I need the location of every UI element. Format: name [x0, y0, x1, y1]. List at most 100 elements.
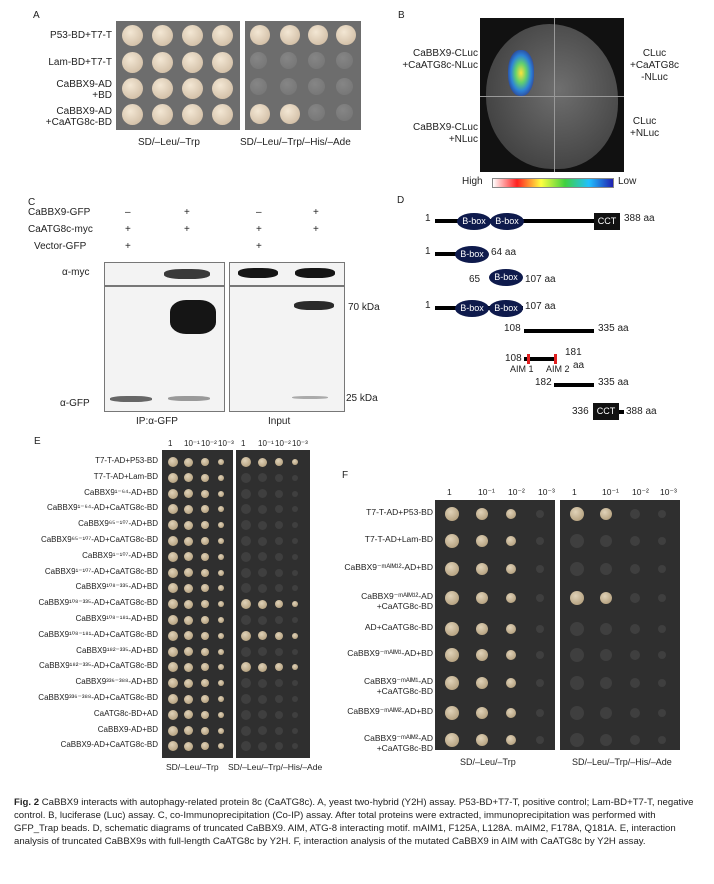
yeast-colony: [241, 536, 251, 546]
yeast-colony: [658, 709, 666, 717]
yeast-colony: [250, 52, 267, 69]
figure-label: Fig. 2: [14, 797, 40, 808]
panel-e-row-label: CaBBX9¹⁻⁶⁴-AD+CaATG8c-BD: [46, 503, 158, 513]
yeast-colony: [570, 706, 584, 720]
yeast-colony: [168, 709, 178, 720]
yeast-colony: [250, 78, 267, 95]
yeast-colony: [476, 592, 488, 604]
yeast-colony: [630, 708, 640, 718]
yeast-colony: [570, 676, 584, 690]
yeast-colony: [182, 104, 203, 125]
construct-end: 335 aa: [598, 323, 629, 334]
panel-e-row-label: CaBBX9¹⁰⁸⁻¹⁸¹-AD+CaATG8c-BD: [38, 629, 158, 639]
panel-b-letter: B: [398, 10, 405, 21]
yeast-colony: [258, 583, 267, 593]
yeast-colony: [336, 52, 353, 69]
yeast-colony: [201, 726, 209, 735]
yeast-colony: [476, 535, 488, 547]
yeast-colony: [476, 707, 488, 719]
panel-e-row-label: CaBBX9¹⁰⁸⁻³³⁵-AD+BD: [75, 582, 158, 592]
yeast-colony: [476, 649, 488, 661]
yeast-colony: [658, 594, 666, 602]
co-ip-row-label: CaATG8c-myc: [28, 224, 93, 235]
scale-low-label: Low: [618, 176, 637, 187]
yeast-colony: [506, 509, 516, 519]
yeast-colony: [275, 710, 283, 719]
co-ip-sign: –: [125, 207, 131, 218]
yeast-colony: [184, 520, 193, 530]
yeast-colony: [168, 615, 178, 625]
yeast-colony: [292, 601, 298, 608]
yeast-colony: [275, 616, 283, 624]
yeast-colony: [658, 565, 666, 573]
yeast-colony: [536, 594, 544, 602]
yeast-colony: [600, 508, 612, 520]
dilution-header: 1: [241, 439, 246, 448]
yeast-colony: [570, 507, 584, 521]
yeast-colony: [506, 564, 516, 574]
co-ip-row-label: Vector-GFP: [34, 241, 87, 252]
dilution-header: 1: [168, 439, 173, 448]
yeast-colony: [184, 726, 193, 736]
panel-e-row-label: CaBBX9⁶⁵⁻¹⁰⁷-AD+BD: [78, 519, 158, 529]
yeast-colony: [600, 734, 612, 746]
yeast-colony: [182, 52, 203, 73]
construct-start: 1: [425, 300, 431, 311]
yeast-colony: [241, 551, 251, 562]
protein-bar: [524, 357, 557, 361]
yeast-colony: [201, 616, 209, 624]
yeast-colony: [201, 647, 209, 656]
construct-end: 107 aa: [525, 274, 556, 285]
dilution-header: 10⁻³: [538, 487, 555, 497]
panel-a-row-label: CaBBX9-AD +CaATG8c-BD: [45, 106, 112, 128]
yeast-colony: [184, 694, 193, 704]
yeast-colony: [168, 536, 178, 546]
construct-start: 336: [572, 406, 589, 417]
yeast-colony: [476, 563, 488, 575]
yeast-colony: [258, 457, 267, 467]
yeast-colony: [241, 725, 251, 736]
yeast-colony: [168, 678, 178, 689]
protein-bar: [524, 329, 594, 333]
panel-e-row-label: CaBBX9¹⁸²⁻³³⁵-AD+CaATG8c-BD: [38, 661, 158, 671]
yeast-colony: [212, 25, 233, 46]
yeast-colony: [122, 25, 143, 46]
yeast-colony: [201, 679, 209, 688]
yeast-colony: [241, 504, 251, 515]
aim1-label: AIM 1: [510, 364, 534, 374]
yeast-colony: [275, 521, 283, 530]
dilution-header: 10⁻²: [201, 439, 217, 448]
yeast-colony: [292, 553, 298, 560]
yeast-colony: [275, 552, 283, 561]
yeast-colony: [536, 736, 544, 744]
yeast-colony: [280, 78, 297, 95]
yeast-colony: [258, 694, 267, 704]
yeast-colony: [445, 622, 459, 636]
yeast-colony: [275, 726, 283, 735]
yeast-colony: [275, 473, 283, 482]
yeast-colony: [218, 743, 224, 750]
yeast-colony: [258, 647, 267, 657]
yeast-colony: [308, 104, 325, 121]
co-ip-sign: +: [313, 207, 319, 218]
dilution-header: 10⁻²: [632, 487, 649, 497]
alpha-myc-label: α-myc: [62, 267, 90, 278]
yeast-colony: [536, 651, 544, 659]
yeast-colony: [280, 52, 297, 69]
construct-mid: 181: [565, 347, 582, 358]
yeast-colony: [218, 601, 224, 608]
yeast-colony: [184, 678, 193, 688]
cct-domain: CCT: [593, 403, 619, 420]
marker-70kda: 70 kDa: [348, 302, 380, 313]
co-ip-sign: –: [256, 207, 262, 218]
yeast-colony: [258, 489, 267, 499]
yeast-colony: [536, 537, 544, 545]
yeast-colony: [218, 553, 224, 560]
yeast-colony: [184, 599, 193, 609]
yeast-colony: [445, 507, 459, 521]
quadrant-line-h: [480, 96, 624, 97]
yeast-colony: [275, 742, 283, 751]
yeast-colony: [201, 584, 209, 593]
band: [238, 268, 278, 278]
dilution-header: 10⁻¹: [602, 487, 619, 497]
